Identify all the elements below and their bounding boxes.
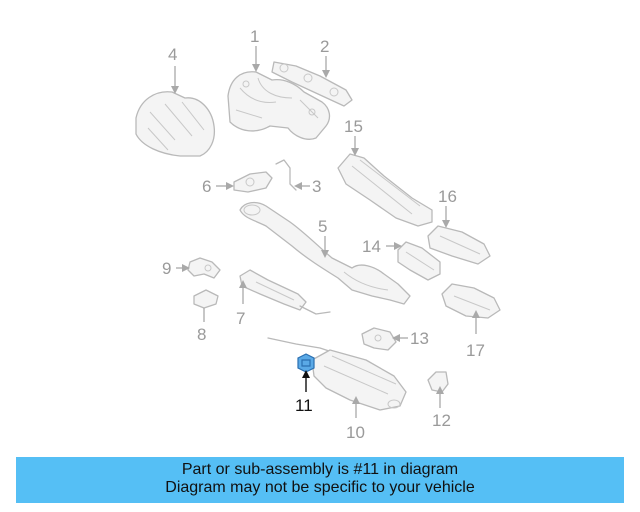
part-9-hanger — [187, 257, 221, 279]
callout-arrow-14 — [394, 242, 402, 250]
callout-16: 16 — [438, 187, 457, 206]
callout-4: 4 — [168, 45, 177, 64]
info-banner: Part or sub-assembly is #11 in diagram D… — [16, 457, 624, 503]
part-12-bracket — [427, 371, 449, 393]
callout-8: 8 — [197, 325, 206, 344]
part-11-highlighted — [297, 353, 315, 373]
callout-arrow-11 — [302, 370, 310, 378]
callout-arrow-10 — [352, 396, 360, 404]
callout-9: 9 — [162, 259, 171, 278]
callout-10: 10 — [346, 423, 365, 442]
callout-arrow-9 — [182, 264, 190, 272]
part-2-manifold-gasket — [271, 61, 353, 107]
callout-arrow-2 — [322, 70, 330, 78]
callout-arrow-7 — [239, 280, 247, 288]
part-10-muffler — [267, 337, 407, 411]
banner-line-1: Part or sub-assembly is #11 in diagram — [181, 461, 459, 478]
callout-arrow-5 — [321, 250, 329, 258]
callout-arrow-3 — [294, 182, 302, 190]
callout-12: 12 — [432, 411, 451, 430]
part-17-heat-shield — [441, 283, 501, 319]
callout-17: 17 — [466, 341, 485, 360]
callout-7: 7 — [236, 309, 245, 328]
callout-arrow-1 — [252, 64, 260, 72]
part-6-gasket — [233, 171, 273, 193]
banner-line-2: Diagram may not be specific to your vehi… — [165, 479, 475, 496]
callout-15: 15 — [344, 117, 363, 136]
callout-arrow-4 — [171, 86, 179, 94]
callout-arrow-13 — [392, 334, 400, 342]
callout-6: 6 — [202, 177, 211, 196]
exploded-parts-diagram: 4 1 2 15 6 3 16 — [135, 27, 501, 442]
part-3-bracket — [275, 159, 297, 191]
callout-14: 14 — [362, 237, 381, 256]
callout-3: 3 — [312, 177, 321, 196]
callout-arrow-15 — [351, 148, 359, 156]
part-16-heat-shield — [427, 225, 491, 265]
part-7-center-pipe — [239, 269, 331, 315]
callout-11: 11 — [295, 396, 313, 415]
callout-1: 1 — [250, 27, 259, 46]
callout-arrow-6 — [226, 182, 234, 190]
part-13-hanger — [361, 327, 397, 351]
part-4-heat-shield — [135, 91, 216, 157]
callout-arrow-16 — [442, 220, 450, 228]
part-14-heat-shield — [397, 241, 441, 281]
callout-arrow-17 — [472, 310, 480, 318]
callout-13: 13 — [410, 329, 429, 348]
callout-arrow-12 — [436, 386, 444, 394]
part-1-exhaust-manifold — [227, 71, 331, 140]
part-15-heat-shield — [337, 153, 433, 227]
callout-5: 5 — [318, 217, 327, 236]
part-8-bracket — [193, 289, 219, 309]
callout-2: 2 — [320, 37, 329, 56]
